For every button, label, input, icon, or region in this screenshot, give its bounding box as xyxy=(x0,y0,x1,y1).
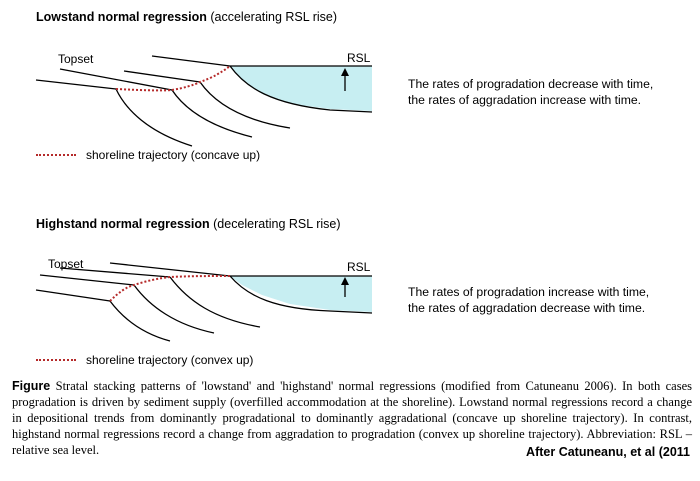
trajectory-legend-swatch xyxy=(36,154,76,156)
highstand-title-rest: (decelerating RSL rise) xyxy=(213,217,341,231)
highstand-title-bold: Highstand normal regression xyxy=(36,217,210,231)
shoreline-trajectory xyxy=(115,65,231,92)
caption-label: Figure xyxy=(12,379,51,393)
shoreline-trajectory xyxy=(109,275,231,302)
sea-water xyxy=(230,276,372,312)
lowstand-note-line-2: the rates of aggradation increase with t… xyxy=(408,93,642,107)
topset-lines xyxy=(35,55,231,91)
attribution: After Catuneanu, et al (2011 xyxy=(526,445,690,459)
rsl-arrow-head xyxy=(341,277,349,285)
figure-caption: Figure Stratal stacking patterns of 'low… xyxy=(12,378,692,458)
clinoforms xyxy=(109,275,373,342)
lowstand-legend-label: shoreline trajectory (concave up) xyxy=(86,148,261,162)
highstand-panel: Highstand normal regression (deceleratin… xyxy=(0,205,700,375)
lowstand-note-line-1: The rates of progradation decrease with … xyxy=(408,77,654,91)
topset-label: Topset xyxy=(58,52,94,66)
topset-lines xyxy=(35,262,231,302)
highstand-legend: shoreline trajectory (convex up) xyxy=(36,353,253,367)
rsl-label: RSL xyxy=(347,260,371,274)
highstand-note: The rates of progradation increase with … xyxy=(408,284,693,316)
caption-text: Stratal stacking patterns of 'lowstand' … xyxy=(12,379,692,457)
rsl-arrow-head xyxy=(341,68,349,76)
sea-water xyxy=(230,66,372,111)
highstand-note-line-1: The rates of progradation increase with … xyxy=(408,285,650,299)
lowstand-note: The rates of progradation decrease with … xyxy=(408,76,693,108)
lowstand-diagram: RSL Topset xyxy=(35,51,373,147)
highstand-legend-label: shoreline trajectory (convex up) xyxy=(86,353,254,367)
lowstand-title-bold: Lowstand normal regression xyxy=(36,10,207,24)
highstand-note-line-2: the rates of aggradation decrease with t… xyxy=(408,301,646,315)
topset-label: Topset xyxy=(48,257,84,271)
clinoforms xyxy=(115,65,373,147)
highstand-diagram: RSL Topset xyxy=(35,257,373,342)
rsl-label: RSL xyxy=(347,51,371,65)
lowstand-title-rest: (accelerating RSL rise) xyxy=(210,10,338,24)
lowstand-title: Lowstand normal regression (accelerating… xyxy=(36,10,337,24)
trajectory-legend-swatch xyxy=(36,359,76,361)
lowstand-legend: shoreline trajectory (concave up) xyxy=(36,148,260,162)
highstand-title: Highstand normal regression (deceleratin… xyxy=(36,217,341,231)
lowstand-panel: Lowstand normal regression (accelerating… xyxy=(0,0,700,185)
